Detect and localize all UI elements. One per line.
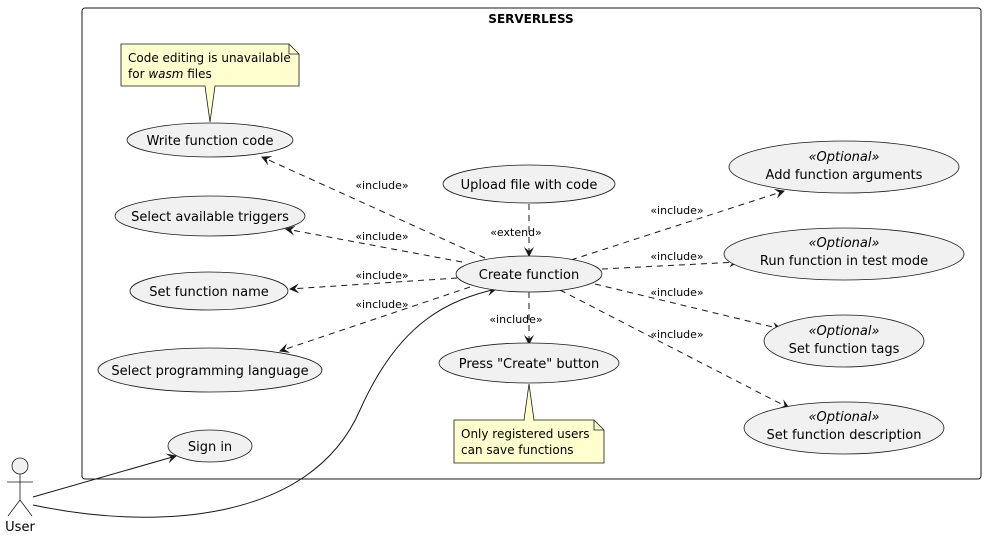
label-include-triggers: «include» [355, 230, 408, 243]
edge-to-select-language [279, 286, 471, 353]
actor-leg-left [7, 499, 21, 517]
note-wasm: Code editing is unavailable for wasm fil… [120, 43, 300, 123]
label-include-arguments: «include» [650, 204, 703, 217]
note-registered-line1: Only registered users [461, 427, 590, 441]
edge-to-write-code [261, 156, 486, 259]
system-title: SERVERLESS [488, 12, 573, 26]
svg-text:Add function arguments: Add function arguments [766, 168, 923, 183]
edge-to-select-triggers [285, 225, 463, 263]
edge-to-set-description [559, 289, 790, 409]
usecase-write-function-code: Write function code [126, 122, 294, 158]
edge-user-sign-in [32, 453, 177, 498]
usecase-set-function-name: Set function name [129, 271, 289, 311]
usecase-add-function-arguments: «Optional» Add function arguments [728, 140, 960, 194]
usecase-set-function-description: «Optional» Set function description [743, 401, 945, 455]
usecase-sign-in: Sign in [167, 429, 253, 463]
label-extend-upload: «extend» [490, 226, 542, 239]
label-include-description: «include» [650, 328, 703, 341]
svg-text:«Optional»: «Optional» [808, 410, 879, 425]
svg-text:Select programming language: Select programming language [111, 364, 308, 379]
edge-user-create-function [32, 286, 497, 518]
svg-text:Sign in: Sign in [188, 440, 232, 455]
svg-text:«Optional»: «Optional» [808, 324, 879, 339]
edge-to-set-tags [594, 283, 782, 332]
edge-to-test-mode [601, 257, 739, 270]
svg-text:Select available triggers: Select available triggers [131, 210, 289, 225]
usecase-upload-file-with-code: Upload file with code [442, 164, 616, 204]
svg-text:Press "Create" button: Press "Create" button [459, 357, 600, 372]
note-registered-line2: can save functions [461, 443, 574, 457]
actor-associations [32, 286, 497, 518]
svg-text:Create function: Create function [479, 268, 579, 283]
usecase-set-function-tags: «Optional» Set function tags [763, 314, 925, 368]
edge-to-add-arguments [570, 189, 785, 261]
edge-labels: «include» «include» «include» «include» … [355, 179, 703, 341]
svg-text:«Optional»: «Optional» [808, 236, 879, 251]
usecase-run-function-in-test-mode: «Optional» Run function in test mode [723, 227, 965, 281]
label-include-press: «include» [489, 313, 542, 326]
dependency-edges [261, 156, 790, 409]
label-include-name: «include» [355, 269, 408, 282]
svg-text:Set function tags: Set function tags [789, 342, 900, 357]
svg-text:Upload file with code: Upload file with code [461, 178, 598, 193]
actor-user [7, 457, 33, 517]
actor-user-label: User [5, 520, 35, 535]
label-include-language: «include» [355, 298, 408, 311]
label-include-test: «include» [650, 250, 703, 263]
actor-head [11, 457, 29, 475]
svg-text:Run function in test mode: Run function in test mode [760, 254, 928, 269]
usecase-select-available-triggers: Select available triggers [114, 195, 306, 237]
svg-text:«Optional»: «Optional» [808, 150, 879, 165]
svg-text:Write function code: Write function code [146, 134, 273, 149]
actor-leg-right [19, 499, 33, 517]
note-wasm-line2: for wasm files [128, 67, 212, 81]
label-include-write: «include» [355, 179, 408, 192]
svg-text:Set function name: Set function name [149, 285, 269, 300]
usecase-create-function: Create function [455, 255, 603, 293]
label-include-tags: «include» [650, 286, 703, 299]
usecase-press-create-button: Press "Create" button [438, 342, 620, 384]
note-registered-users: Only registered users can save functions [453, 383, 605, 464]
note-wasm-line1: Code editing is unavailable [128, 51, 291, 65]
edge-to-set-name [289, 277, 458, 294]
usecase-select-programming-language: Select programming language [97, 347, 323, 393]
svg-text:Set function description: Set function description [767, 428, 922, 443]
